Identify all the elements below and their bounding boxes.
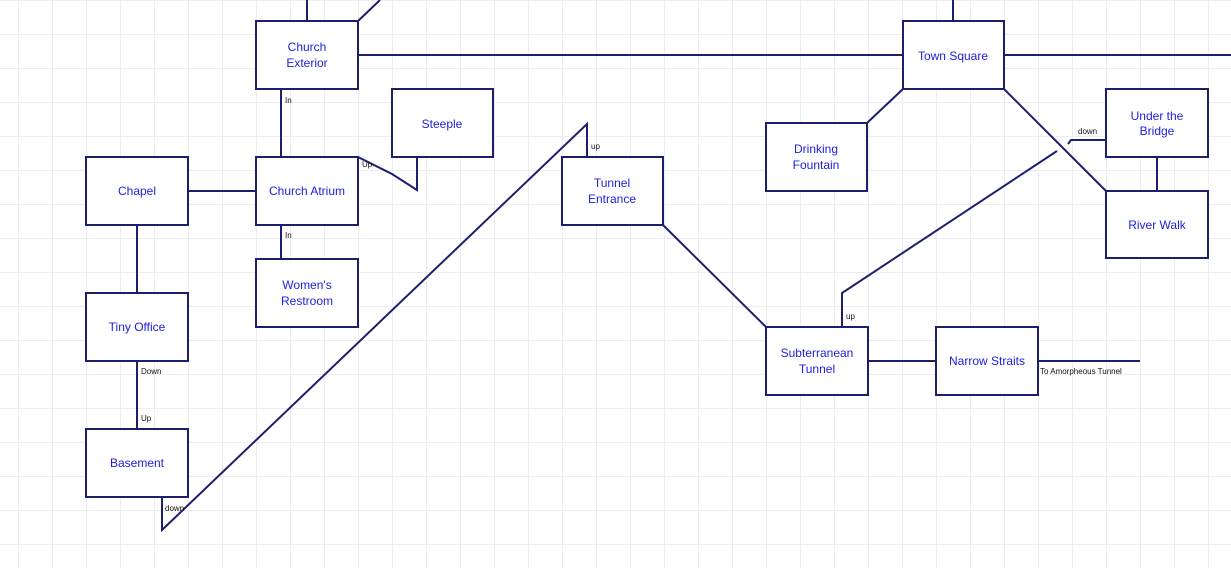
room-label-line: Exterior (286, 56, 327, 70)
room-label-line: Under the (1131, 109, 1184, 123)
room-tiny-office[interactable]: Tiny Office (85, 292, 189, 362)
connector-subterranean-up (841, 150, 1058, 327)
room-river-walk[interactable]: River Walk (1105, 190, 1209, 259)
room-steeple[interactable]: Steeple (391, 88, 494, 158)
room-label-line: Narrow Straits (949, 354, 1025, 368)
label-office-basement-up: Up (141, 414, 152, 423)
room-label-line: Church Atrium (269, 184, 345, 198)
label-basement-down: down (165, 504, 184, 513)
room-label-line: Tiny Office (109, 320, 166, 334)
room-box[interactable] (255, 258, 359, 328)
rooms: Church Exterior Town Square Steeple Chap… (85, 20, 1209, 498)
room-chapel[interactable]: Chapel (85, 156, 189, 226)
room-box[interactable] (765, 122, 868, 192)
room-womens-restroom[interactable]: Women's Restroom (255, 258, 359, 328)
room-box[interactable] (765, 326, 869, 396)
connector-exterior-northeast (357, 0, 381, 22)
room-label-line: Steeple (422, 117, 463, 131)
label-atrium-steeple-up: Up (362, 160, 373, 169)
label-to-amorpheous-tunnel: To Amorpheous Tunnel (1040, 367, 1122, 376)
label-subterranean-up: up (846, 312, 855, 321)
label-bridge-down: down (1078, 127, 1097, 136)
room-box[interactable] (391, 88, 494, 158)
room-label-line: Town Square (918, 49, 988, 63)
label-tunnel-entrance-up: up (591, 142, 600, 151)
connector-atrium-steeple (357, 156, 418, 192)
label-atrium-restroom-in: In (285, 231, 292, 240)
room-basement[interactable]: Basement (85, 428, 189, 498)
room-box[interactable] (1105, 190, 1209, 259)
room-label-line: Fountain (793, 158, 840, 172)
room-label-line: Tunnel (594, 176, 630, 190)
room-label-line: Tunnel (799, 362, 835, 376)
room-label-line: Entrance (588, 192, 636, 206)
label-exterior-atrium-in: In (285, 96, 292, 105)
room-label-line: Restroom (281, 294, 333, 308)
room-label-line: Bridge (1140, 124, 1175, 138)
room-box[interactable] (1105, 88, 1209, 158)
room-church-atrium[interactable]: Church Atrium (255, 156, 359, 226)
room-box[interactable] (255, 156, 359, 226)
connector-bridge-subterranean (1067, 139, 1106, 145)
room-label-line: River Walk (1128, 218, 1187, 232)
room-box[interactable] (902, 20, 1005, 90)
label-office-basement-down: Down (141, 367, 161, 376)
room-box[interactable] (255, 20, 359, 90)
room-subterranean-tunnel[interactable]: Subterranean Tunnel (765, 326, 869, 396)
room-label-line: Chapel (118, 184, 156, 198)
connector-town-square-fountain (866, 88, 904, 124)
room-box[interactable] (85, 428, 189, 498)
connections (136, 0, 1231, 533)
connector-tunnel-entrance-subterranean (662, 224, 767, 328)
connector-basement-tunnel (161, 121, 588, 533)
room-label-line: Drinking (794, 142, 838, 156)
room-box[interactable] (85, 156, 189, 226)
room-narrow-straits[interactable]: Narrow Straits (935, 326, 1039, 396)
room-drinking-fountain[interactable]: Drinking Fountain (765, 122, 868, 192)
room-tunnel-entrance[interactable]: Tunnel Entrance (561, 156, 664, 226)
connector-town-square-riverwalk (1003, 88, 1107, 192)
room-town-square[interactable]: Town Square (902, 20, 1005, 90)
room-box[interactable] (85, 292, 189, 362)
room-label-line: Church (288, 40, 327, 54)
room-label-line: Women's (282, 278, 331, 292)
room-under-the-bridge[interactable]: Under the Bridge (1105, 88, 1209, 158)
room-box[interactable] (561, 156, 664, 226)
room-church-exterior[interactable]: Church Exterior (255, 20, 359, 90)
room-label-line: Subterranean (781, 346, 854, 360)
room-label-line: Basement (110, 456, 165, 470)
connection-labels: In Up In Down Up down up down up To Amor… (141, 96, 1122, 513)
room-box[interactable] (935, 326, 1039, 396)
